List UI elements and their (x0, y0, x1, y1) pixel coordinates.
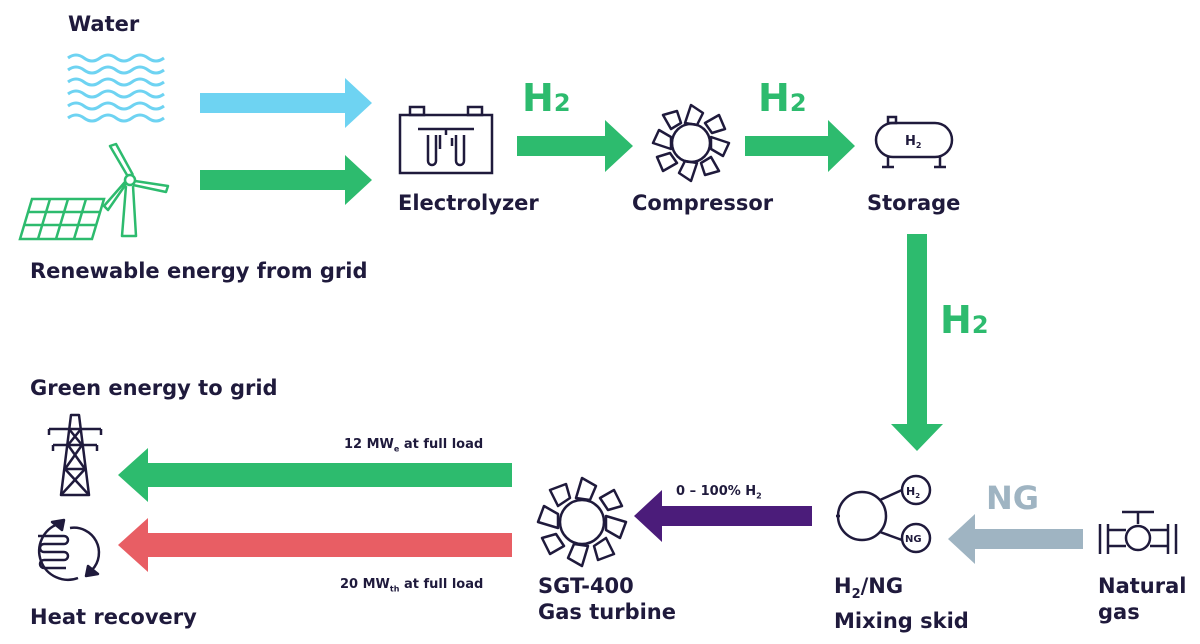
h2-tag-1-main: H (522, 76, 554, 120)
heat-recovery-label: Heat recovery (30, 605, 197, 629)
solar-panel-icon (18, 197, 106, 241)
renewable-arrow (200, 155, 372, 205)
storage-tag-h: H (905, 134, 916, 149)
mixing-h: H (834, 574, 852, 598)
water-arrow (200, 78, 372, 128)
renewable-label: Renewable energy from grid (30, 259, 368, 283)
gas-valve-icon (1098, 510, 1178, 554)
thermal-prefix: 20 MW (340, 577, 390, 592)
mixing-sub: 2 (851, 587, 861, 603)
gas-turbine-model: SGT-400 (538, 574, 634, 598)
water-waves-icon (67, 53, 165, 123)
electricity-arrow (118, 448, 512, 502)
h2-arrow-compressor-to-storage (745, 120, 855, 172)
mixing-rest: /NG (860, 574, 904, 598)
h2-arrow-electrolyzer-to-compressor (517, 120, 633, 172)
heat-arrow (118, 518, 512, 572)
electric-prefix: 12 MW (344, 437, 394, 452)
natural-gas-label: Natural gas (1098, 573, 1198, 625)
compressor-label: Compressor (632, 191, 774, 215)
gas-turbine-label: SGT-400 Gas turbine (538, 573, 738, 625)
mix-ng-label: NG (905, 534, 922, 545)
h2-tag-2-sub: 2 (789, 89, 807, 117)
blend-sub: 2 (756, 491, 762, 501)
thermal-sub: th (389, 584, 400, 594)
h2-arrow-storage-to-mixing (891, 234, 943, 451)
natural-gas-line1: Natural (1098, 574, 1187, 598)
natural-gas-line2: gas (1098, 600, 1140, 624)
electrolyzer-label: Electrolyzer (398, 191, 539, 215)
electric-suffix: at full load (399, 437, 484, 452)
ng-tag: NG (986, 479, 1040, 517)
gas-turbine-icon (536, 476, 628, 568)
water-label: Water (68, 12, 140, 36)
gas-turbine-type: Gas turbine (538, 600, 676, 624)
storage-tag-sub: 2 (916, 141, 922, 150)
blend-annotation: 0 – 100% H2 (676, 484, 762, 505)
mixing-skid-name: Mixing skid (834, 609, 969, 634)
storage-label: Storage (867, 191, 961, 215)
mixing-skid-label: H2/NG Mixing skid (834, 573, 1034, 634)
transmission-tower-icon (47, 413, 103, 497)
h2-tag-1: H2 (522, 78, 571, 123)
h2-tag-3: H2 (940, 300, 989, 345)
storage-tank-icon: H2 (874, 115, 954, 169)
green-energy-label: Green energy to grid (30, 376, 278, 400)
thermal-output-annotation: 20 MWth at full load (340, 577, 483, 598)
ng-arrow (948, 514, 1083, 564)
mix-h2-sub: 2 (915, 492, 920, 500)
svg-text:H2: H2 (906, 485, 920, 500)
heat-recovery-icon (37, 518, 101, 581)
thermal-suffix: at full load (399, 577, 484, 592)
mixing-skid-icon: H2 NG (836, 474, 932, 554)
h2-tag-3-main: H (940, 298, 972, 342)
electric-output-annotation: 12 MWe at full load (344, 437, 483, 458)
h2-tag-3-sub: 2 (971, 311, 989, 339)
compressor-icon (651, 103, 731, 183)
blend-arrow (634, 490, 812, 542)
blend-text: 0 – 100% H (676, 484, 757, 499)
mix-h2-label: H (906, 485, 915, 498)
h2-tag-1-sub: 2 (553, 89, 571, 117)
electric-sub: e (393, 444, 400, 454)
wind-turbine-icon (102, 142, 170, 238)
h2-tag-2: H2 (758, 78, 807, 123)
svg-text:H2: H2 (905, 134, 921, 150)
electrolyzer-icon (398, 105, 494, 175)
mixing-skid-gases: H2/NG (834, 573, 1034, 608)
h2-tag-2-main: H (758, 76, 790, 120)
